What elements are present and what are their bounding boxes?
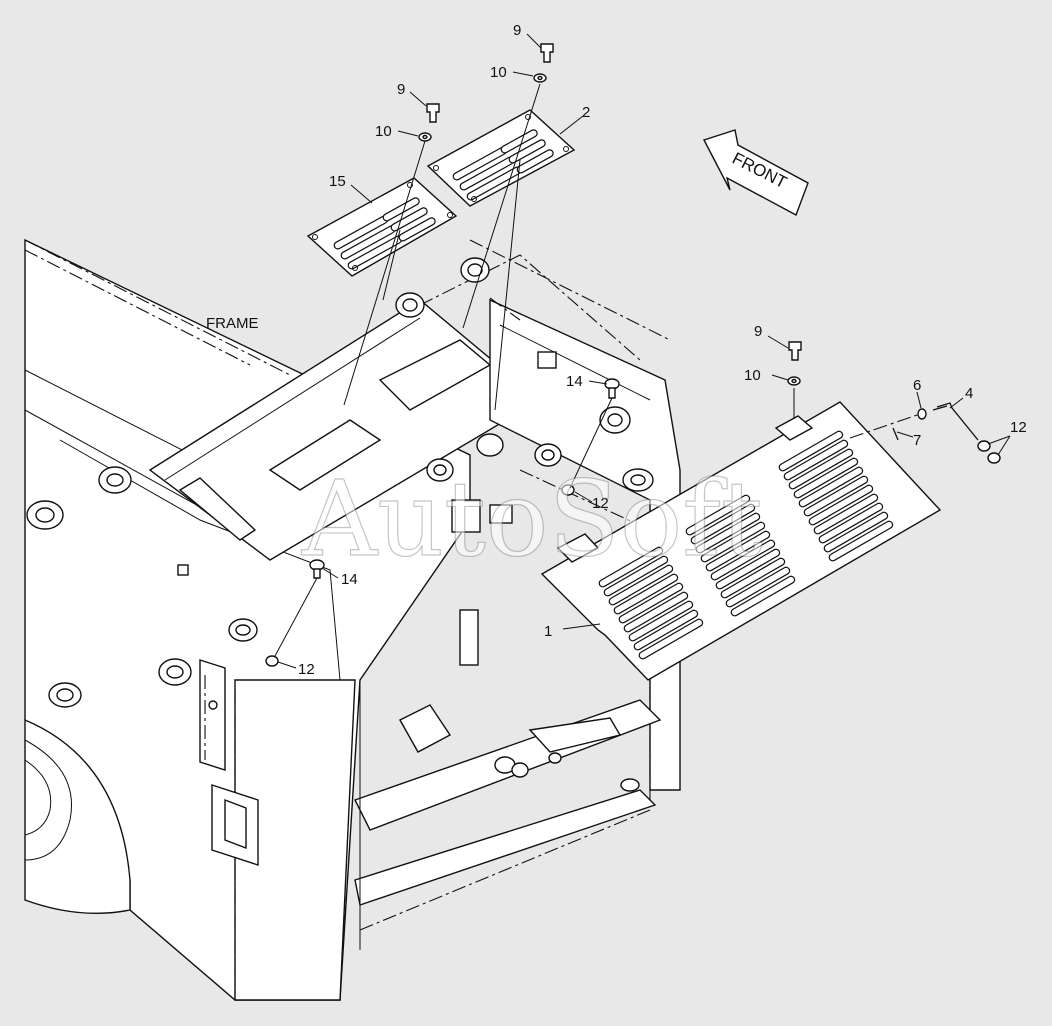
louvre-slot	[633, 609, 699, 651]
callout-2: 2	[582, 104, 590, 121]
louvre-slot	[793, 457, 859, 499]
frame-label: FRAME	[206, 315, 259, 332]
louvre-slot	[608, 564, 674, 606]
louvre-slot	[598, 546, 664, 588]
louvre-slot	[613, 573, 679, 615]
callout-12: 12	[592, 495, 609, 512]
callout-10: 10	[744, 367, 761, 384]
louvre-slot	[705, 530, 771, 572]
callout-9: 9	[397, 81, 405, 98]
louvre-slot	[778, 430, 844, 472]
louvre-slot	[603, 555, 669, 597]
louvred-cover-1	[540, 401, 942, 681]
louvre-slot	[798, 466, 864, 508]
louvre-slot	[700, 521, 766, 563]
callout-7: 7	[913, 432, 921, 449]
callout-14: 14	[341, 571, 358, 588]
louvre-slot	[803, 475, 869, 517]
louvred-cover-2	[426, 109, 576, 207]
louvre-slot	[710, 539, 776, 581]
hinges	[556, 415, 814, 563]
bolt-washer-stacks	[418, 43, 802, 386]
callout-6: 6	[913, 377, 921, 394]
callout-10: 10	[490, 64, 507, 81]
callout-leaders	[277, 33, 1011, 669]
louvre-slot	[690, 503, 756, 545]
rivets-and-nuts	[265, 378, 1001, 667]
louvre-slot	[623, 591, 689, 633]
callout-9: 9	[754, 323, 762, 340]
louvre-slot	[715, 548, 781, 590]
louvre-slot	[638, 618, 704, 660]
front-direction-arrow: FRONT	[702, 129, 809, 216]
latch-handle-assembly	[849, 402, 979, 441]
callout-12: 12	[1010, 419, 1027, 436]
louvre-slot	[783, 439, 849, 481]
louvre-slot	[808, 484, 874, 526]
louvre-slot	[828, 520, 894, 562]
louvre-slot	[818, 502, 884, 544]
louvre-slot	[730, 575, 796, 617]
assembly-leaders	[274, 83, 795, 657]
louvre-slot	[720, 557, 786, 599]
callout-4: 4	[965, 385, 973, 402]
louvre-slot	[685, 494, 751, 536]
callout-14: 14	[566, 373, 583, 390]
pivot-bushings	[26, 257, 654, 708]
louvre-slot	[618, 582, 684, 624]
callout-12: 12	[298, 661, 315, 678]
callout-1: 1	[544, 623, 552, 640]
callout-9: 9	[513, 22, 521, 39]
louvred-cover-15	[306, 177, 458, 277]
louvre-slot	[788, 448, 854, 490]
callout-10: 10	[375, 123, 392, 140]
callout-numbers: 9 10 2 9 10 15 9 10 14 12 6 4 7 12 14 12…	[298, 22, 1027, 678]
machine-frame	[24, 238, 681, 1001]
louvre-slot	[813, 493, 879, 535]
watermark: AutoSoft	[301, 458, 763, 580]
louvre-slot	[695, 512, 761, 554]
louvre-slot	[628, 600, 694, 642]
callout-15: 15	[329, 173, 346, 190]
louvre-slot	[823, 511, 889, 553]
louvre-slot	[725, 566, 791, 608]
